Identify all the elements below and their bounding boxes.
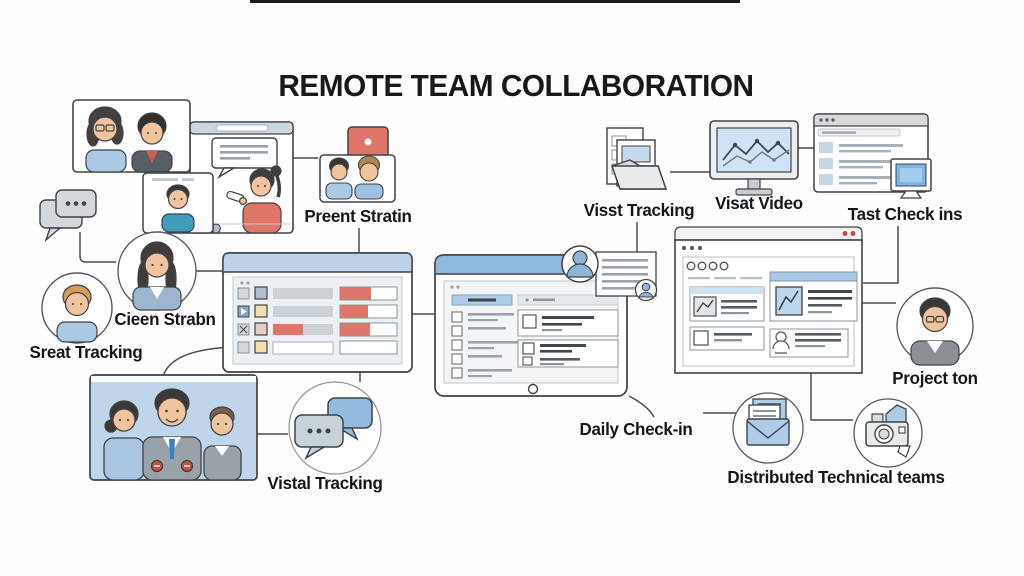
presenter-avatar — [226, 165, 282, 234]
camera-icon — [853, 398, 923, 468]
avatar-man-right — [896, 287, 974, 366]
project-board-window — [674, 226, 863, 374]
label-sreat-tracking: Sreat Tracking — [29, 342, 143, 362]
tablet-task-window — [434, 254, 628, 397]
label-visat-video: Visat Video — [715, 193, 803, 213]
video-thumbnail-frame — [319, 154, 396, 203]
connector-lines — [79, 147, 899, 435]
typing-bubbles-icon — [39, 189, 97, 243]
top-crop-line — [250, 0, 740, 3]
avatar-man-left — [41, 272, 113, 344]
label-vistal-tracking: Vistal Tracking — [267, 473, 383, 493]
mail-documents-icon — [732, 392, 804, 464]
label-visst-tracking: Visst Tracking — [583, 200, 695, 220]
task-window-left — [222, 252, 413, 373]
video-call-frame — [72, 99, 191, 173]
video-inset-frame — [142, 172, 214, 234]
diagram-title: REMOTE TEAM COLLABORATION — [278, 68, 754, 103]
presentation-bubble-icon — [211, 137, 278, 179]
label-distributed-technical-teams: Distributed Technical teams — [727, 467, 945, 487]
label-tast-check-ins: Tast Check ins — [847, 204, 963, 224]
label-daily-check-in: Daily Check-in — [579, 419, 693, 439]
chat-pair-icon — [288, 381, 382, 475]
avatar-woman — [117, 231, 197, 311]
home-button-icon — [527, 383, 539, 395]
avatar-badge-blue — [561, 245, 599, 283]
mini-monitor-icon — [890, 158, 932, 199]
label-cieen-strabn: Cieen Strabn — [114, 309, 216, 329]
team-group-photo — [89, 374, 258, 481]
folder-files-icon — [606, 127, 667, 190]
label-project-ton: Project ton — [892, 368, 978, 388]
presentation-window — [189, 121, 294, 234]
note-card — [595, 251, 658, 302]
label-preent-stratin: Preent Stratin — [304, 206, 412, 226]
analytics-monitor-icon — [709, 120, 799, 196]
